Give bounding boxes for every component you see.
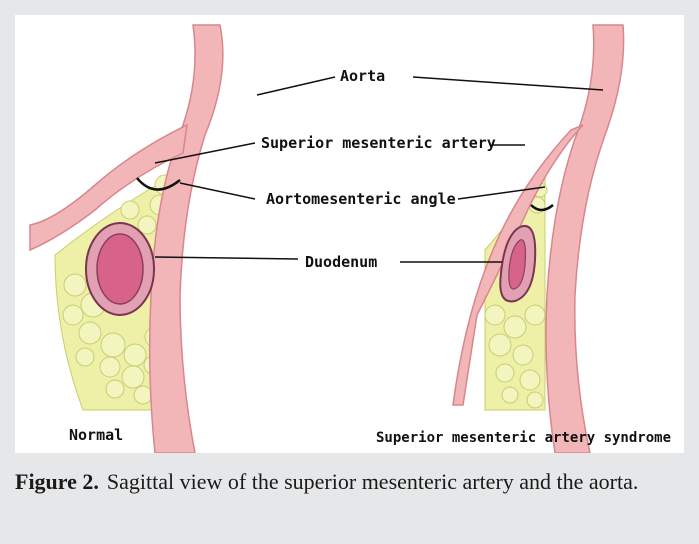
label-normal: Normal [69, 426, 123, 444]
caption-label: Figure 2. [15, 469, 99, 494]
normal-diagram [30, 25, 223, 453]
label-aortomesenteric-angle: Aortomesenteric angle [266, 190, 456, 208]
label-duodenum: Duodenum [305, 253, 377, 271]
figure-caption: Figure 2. Sagittal view of the superior m… [15, 466, 684, 498]
caption-text: Sagittal view of the superior mesenteric… [107, 469, 638, 494]
label-sma: Superior mesenteric artery [261, 134, 496, 152]
figure-panel: Aorta Superior mesenteric artery Aortome… [15, 15, 684, 453]
label-aorta: Aorta [340, 67, 385, 85]
label-syndrome: Superior mesenteric artery syndrome [376, 430, 671, 446]
aorta-normal [150, 25, 223, 453]
